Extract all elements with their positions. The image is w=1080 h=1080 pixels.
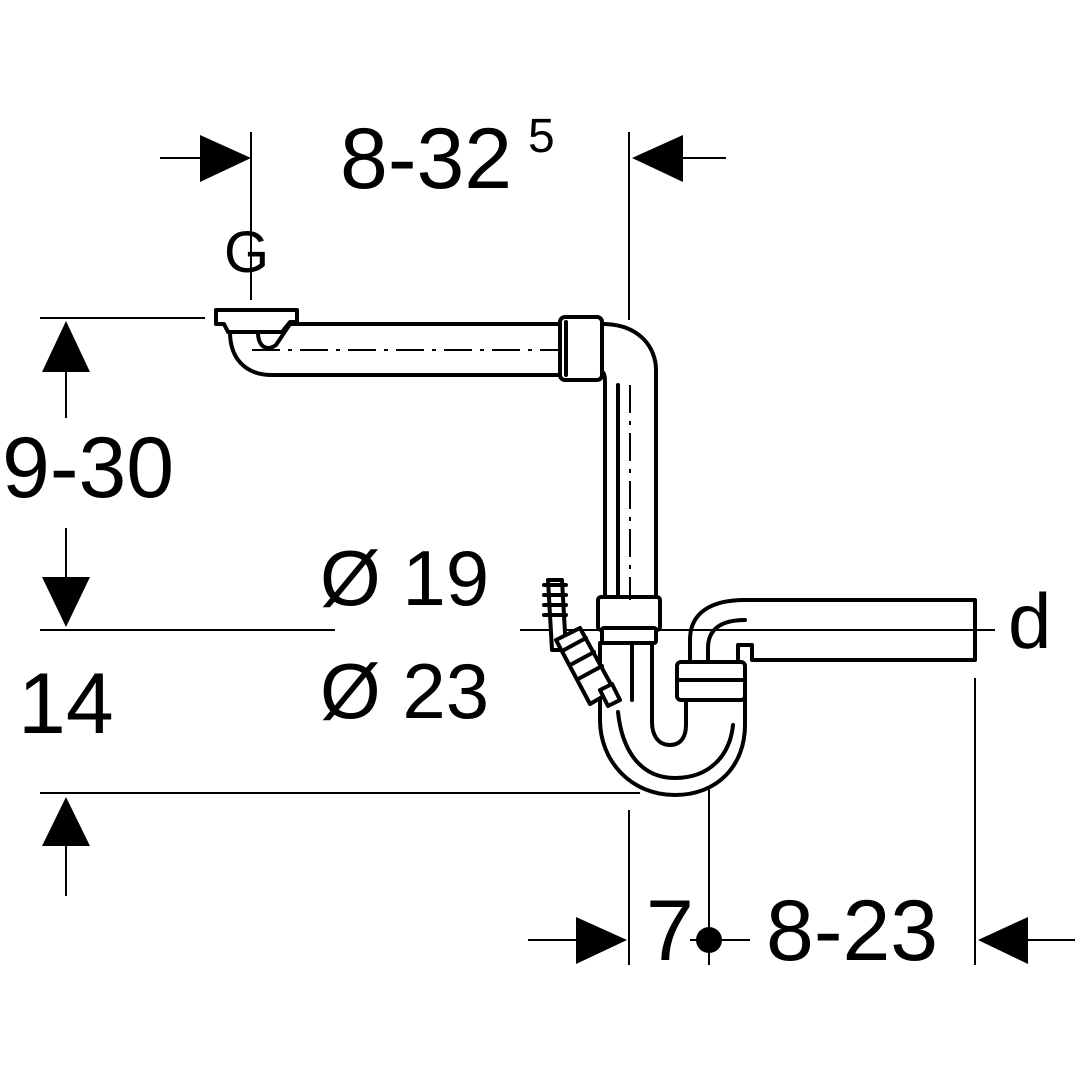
dimension-arrows	[42, 135, 1028, 964]
diameter-23-label: Ø 23	[320, 647, 489, 735]
upper-elbow	[600, 322, 658, 599]
siphon-pipework	[214, 308, 990, 797]
arrow-right-icon	[576, 917, 627, 964]
bottom-offset-label: 7	[646, 883, 694, 979]
diameter-19-label: Ø 19	[320, 534, 489, 622]
union-nut	[558, 315, 604, 382]
arrow-up-icon	[42, 797, 90, 846]
inlet-label: G	[224, 220, 269, 285]
side-connector	[542, 578, 622, 708]
top-width-superscript: 5	[528, 110, 555, 163]
bottom-width-label: 8-23	[766, 883, 938, 979]
outlet-arm	[688, 598, 977, 664]
dimension-point-icon	[696, 927, 722, 953]
dimension-labels: 8-32 5 G 9-30 Ø 19 Ø 23 14 d 7 8-23	[2, 110, 1051, 979]
arrow-left-icon	[632, 135, 683, 182]
arrow-down-icon	[42, 577, 90, 627]
left-height-label: 9-30	[2, 420, 174, 516]
arrow-up-icon	[42, 321, 90, 372]
outlet-label: d	[1008, 577, 1051, 665]
inlet-arm	[228, 330, 564, 377]
arrow-right-icon	[200, 135, 251, 182]
inlet-flange	[214, 308, 299, 334]
bottom-height-label: 14	[18, 656, 114, 752]
trap-nut	[596, 595, 662, 632]
top-width-label: 8-32	[340, 111, 512, 207]
dimension-lines	[40, 132, 1075, 965]
arrow-left-icon	[978, 917, 1028, 964]
trap-bowl	[598, 641, 747, 797]
